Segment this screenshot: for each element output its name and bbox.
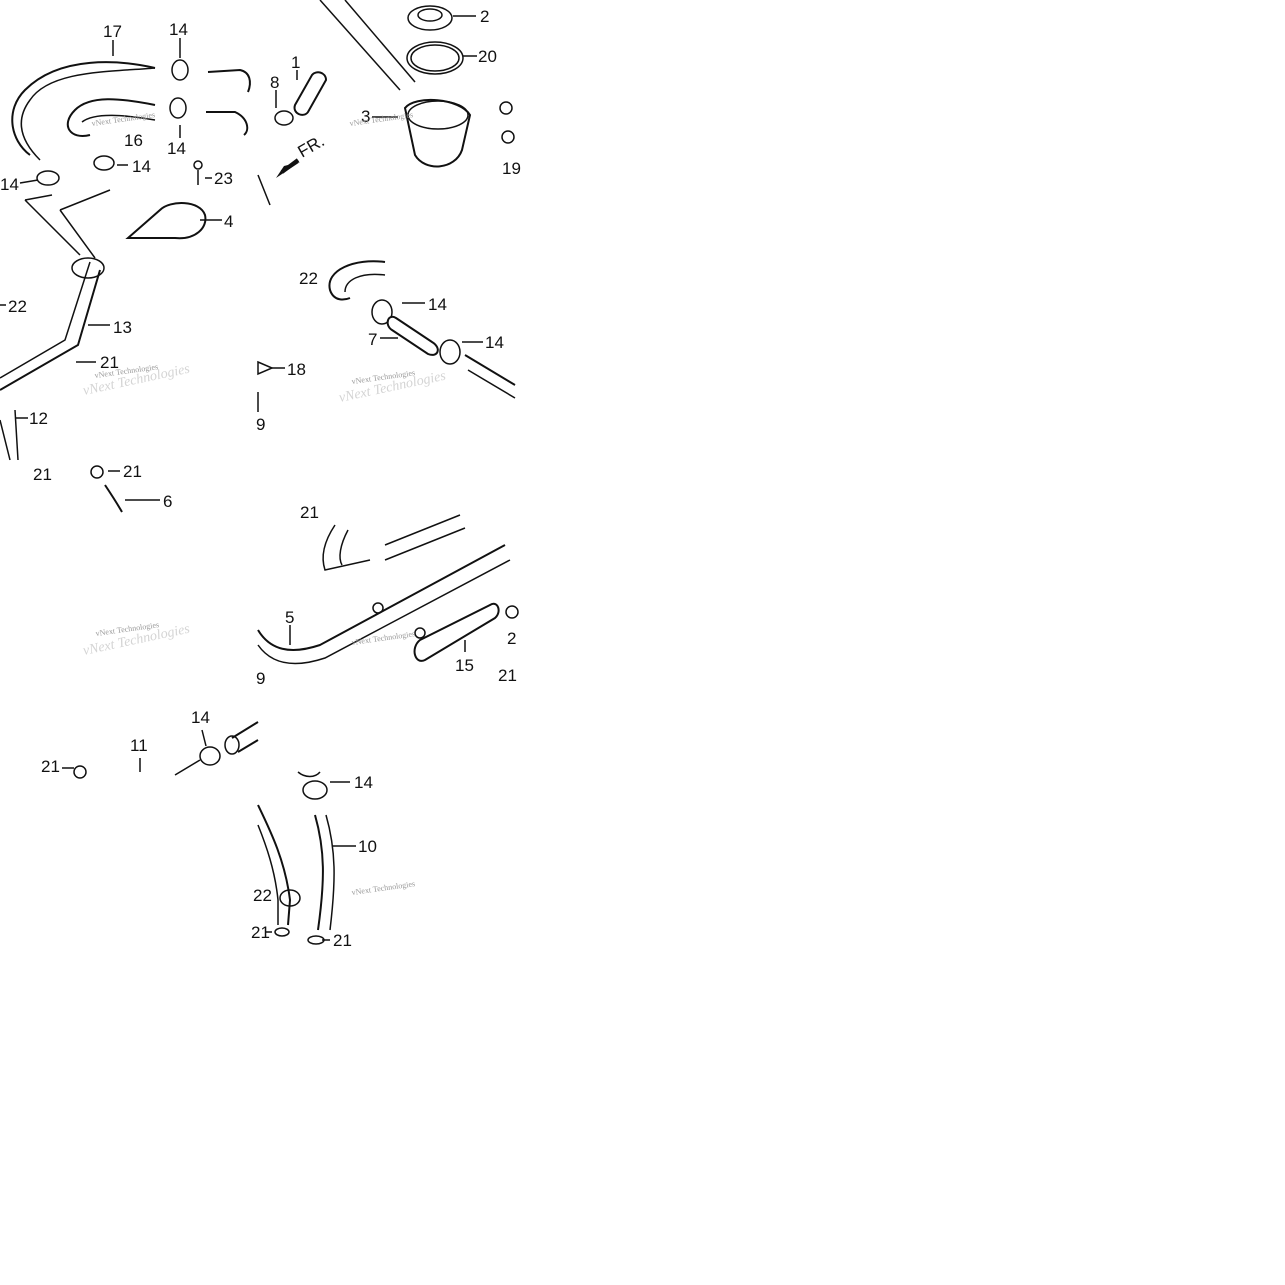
- label-21: 21: [300, 503, 319, 522]
- clamp-14: [439, 339, 461, 365]
- tile-lower-right: 21 5 15 21 2 9 vNext Technologies: [256, 503, 519, 688]
- tile-top-right: FR. 2 20 3 1 8 19 vNext Technologies: [257, 0, 521, 206]
- label-5: 5: [285, 608, 294, 627]
- label-2: 2: [480, 7, 489, 26]
- label-21: 21: [498, 666, 517, 685]
- watermark: vNext Technologies: [349, 110, 414, 128]
- label-14: 14: [167, 139, 186, 158]
- hose-7: [386, 315, 439, 356]
- watermark: vNext Technologies: [351, 629, 416, 647]
- clamp-14: [199, 746, 221, 766]
- hose-1: [293, 71, 328, 116]
- label-9: 9: [256, 669, 265, 688]
- pipe-10: [314, 814, 324, 931]
- label-17: 17: [103, 22, 122, 41]
- clamp-8: [274, 110, 294, 126]
- tile-middle-left: vNext Technologies vNext Technologies: [82, 620, 192, 659]
- label-14: 14: [354, 773, 373, 792]
- clamp-14-left: [36, 170, 60, 186]
- label-12: 12: [29, 409, 48, 428]
- tile-bottom-left: 14 11 21: [41, 708, 259, 779]
- label-21: 21: [251, 923, 270, 942]
- label-14: 14: [485, 333, 504, 352]
- label-18: 18: [287, 360, 306, 379]
- label-13: 13: [113, 318, 132, 337]
- label-14: 14: [169, 20, 188, 39]
- pipe-13: [0, 269, 101, 391]
- label-21: 21: [33, 465, 52, 484]
- label-16: 16: [124, 131, 143, 150]
- clamp-14-right: [93, 155, 115, 171]
- watermark: vNext Technologies: [351, 879, 416, 897]
- label-4: 4: [224, 212, 233, 231]
- label-22: 22: [299, 269, 318, 288]
- label-11: 11: [130, 736, 148, 755]
- label-23: 23: [214, 169, 233, 188]
- label-14: 14: [191, 708, 210, 727]
- label-2: 2: [507, 629, 516, 648]
- label-9: 9: [256, 415, 265, 434]
- tile-top-left: 17 14 16 14 14 14 23 4 22 13 21 12 21 21…: [0, 20, 251, 513]
- label-14: 14: [0, 175, 19, 194]
- pipe-5: [257, 544, 506, 651]
- label-19: 19: [502, 159, 521, 178]
- tile-middle-right: 22 14 7 14 18 9 vNext Technologies vNext…: [256, 260, 516, 434]
- fr-label: FR.: [295, 131, 328, 161]
- thermostat-cap-2: [407, 5, 453, 31]
- valve-18: [257, 360, 274, 376]
- label-10: 10: [358, 837, 377, 856]
- label-8: 8: [270, 73, 279, 92]
- label-21: 21: [100, 353, 119, 372]
- clamp-14-mid: [169, 97, 187, 119]
- label-15: 15: [455, 656, 474, 675]
- hose-upper: [231, 721, 259, 753]
- o-ring-20: [406, 41, 464, 75]
- label-6: 6: [163, 492, 172, 511]
- manifold-15: [413, 602, 500, 662]
- label-22: 22: [8, 297, 27, 316]
- pipe-6: [104, 484, 123, 513]
- housing-3: [403, 98, 472, 168]
- pipe-22: [257, 804, 292, 926]
- label-3: 3: [361, 107, 370, 126]
- front-direction-arrow: FR.: [276, 131, 328, 178]
- label-14: 14: [428, 295, 447, 314]
- clamp-14: [371, 299, 393, 325]
- housing-4: [125, 202, 207, 240]
- label-22: 22: [253, 886, 272, 905]
- tile-bottom-right: 14 10 22 21 21 vNext Technologies: [251, 771, 416, 950]
- label-21: 21: [41, 757, 60, 776]
- label-1: 1: [291, 53, 300, 72]
- clamp-14-top: [171, 59, 189, 81]
- label-20: 20: [478, 47, 497, 66]
- label-7: 7: [368, 330, 377, 349]
- label-21: 21: [333, 931, 352, 950]
- hose-22: [328, 260, 386, 301]
- label-21: 21: [123, 462, 142, 481]
- hose-16: [66, 98, 156, 137]
- clamp-14: [302, 780, 328, 800]
- label-14: 14: [132, 157, 151, 176]
